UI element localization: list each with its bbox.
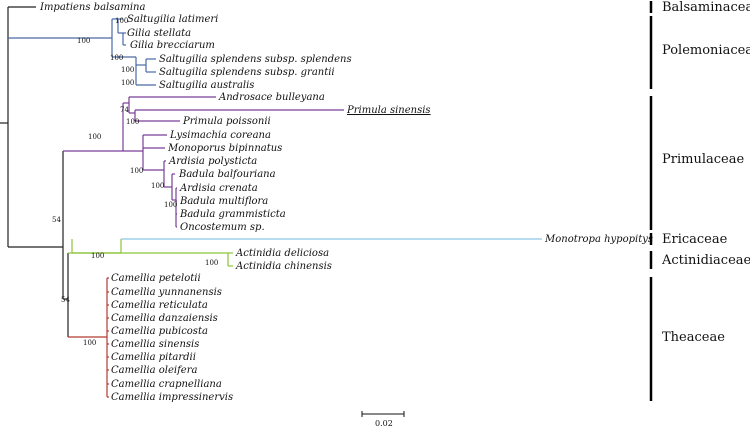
taxon-label: Monoporus bipinnatus [167,143,282,154]
taxon-label: Primula poissonii [182,116,271,127]
bootstrap-value: 100 [205,259,218,267]
taxon-label: Camellia pubicosta [111,326,208,337]
family-label-polemoniaceae: Polemoniaceae [662,43,750,58]
bootstrap-value: 100 [151,182,164,190]
bootstrap-value: 54 [52,216,61,224]
taxon-label: Impatiens balsamina [39,2,145,13]
family-label-theaceae: Theaceae [662,330,725,345]
taxon-label: Saltugilia australis [159,80,254,91]
bootstrap-value: 100 [121,79,134,87]
taxon-label: Ardisia polysticta [168,156,257,167]
bootstrap-value: 100 [126,118,139,126]
bootstrap-value: 100 [88,133,101,141]
taxon-label: Camellia crapnelliana [111,379,222,390]
taxon-label: Saltugilia splendens subsp. grantii [159,67,335,78]
taxon-label: Camellia petelotii [111,273,201,284]
taxon-label: Badula balfouriana [178,169,276,180]
bootstrap-value: 100 [121,66,134,74]
taxon-label: Camellia pitardii [111,352,196,363]
taxon-label: Actinidia deliciosa [235,248,329,259]
taxon-label: Camellia danzaiensis [111,313,218,324]
taxon-label: Saltugilia splendens subsp. splendens [159,54,352,65]
taxon-labels: Impatiens balsamina Saltugilia latimeri … [39,2,653,403]
bootstrap-value: 74 [120,106,129,114]
theaceae-tips [107,277,109,398]
bootstrap-values: 100 100 100 100 100 74 100 100 100 100 1… [52,17,218,347]
bootstrap-value: 100 [130,167,143,175]
bootstrap-value: 100 [115,17,128,25]
backbone-branches [0,6,69,337]
taxon-label: Camellia impressinervis [111,392,233,403]
taxon-label: Saltugilia latimeri [127,14,218,25]
bootstrap-value: 100 [91,252,104,260]
taxon-label: Camellia reticulata [111,300,208,311]
taxon-label: Gilia stellata [127,28,191,39]
taxon-label: Lysimachia coreana [169,130,271,141]
taxon-label: Camellia oleifera [111,365,197,376]
taxon-label: Actinidia chinensis [235,261,332,272]
polemoniaceae-branches [8,18,156,86]
family-label-primulaceae: Primulaceae [662,152,744,167]
taxon-label: Androsace bulleyana [218,92,325,103]
family-label-actinidiaceae: Actinidiaceae [661,253,750,268]
family-label-balsaminaceae: Balsaminaceae [662,0,750,15]
taxon-label: Badula multiflora [179,196,268,207]
scale-bar [361,411,405,417]
bootstrap-value: 100 [110,54,123,62]
taxon-label: Gilia brecciarum [130,40,215,51]
taxon-label: Camellia yunnanensis [111,287,222,298]
taxon-label: Monotropa hypopitys [544,234,653,245]
taxon-label: Badula grammisticta [179,209,286,220]
family-labels: Balsaminaceae Polemoniaceae Primulaceae … [661,0,750,345]
theaceae-branches [68,278,108,397]
primulaceae-branches [63,96,344,228]
taxon-label: Oncostemum sp. [180,222,265,233]
actinidiaceae-branches [68,239,233,267]
scale-bar-label: 0.02 [375,419,393,428]
taxon-label-highlighted: Primula sinensis [346,105,431,116]
family-label-ericaceae: Ericaceae [662,232,728,247]
bootstrap-value: 54 [61,296,70,304]
bootstrap-value: 100 [164,201,177,209]
bootstrap-value: 100 [77,37,90,45]
bootstrap-value: 100 [83,339,96,347]
taxon-label: Ardisia crenata [179,183,258,194]
taxon-label: Camellia sinensis [111,339,199,350]
